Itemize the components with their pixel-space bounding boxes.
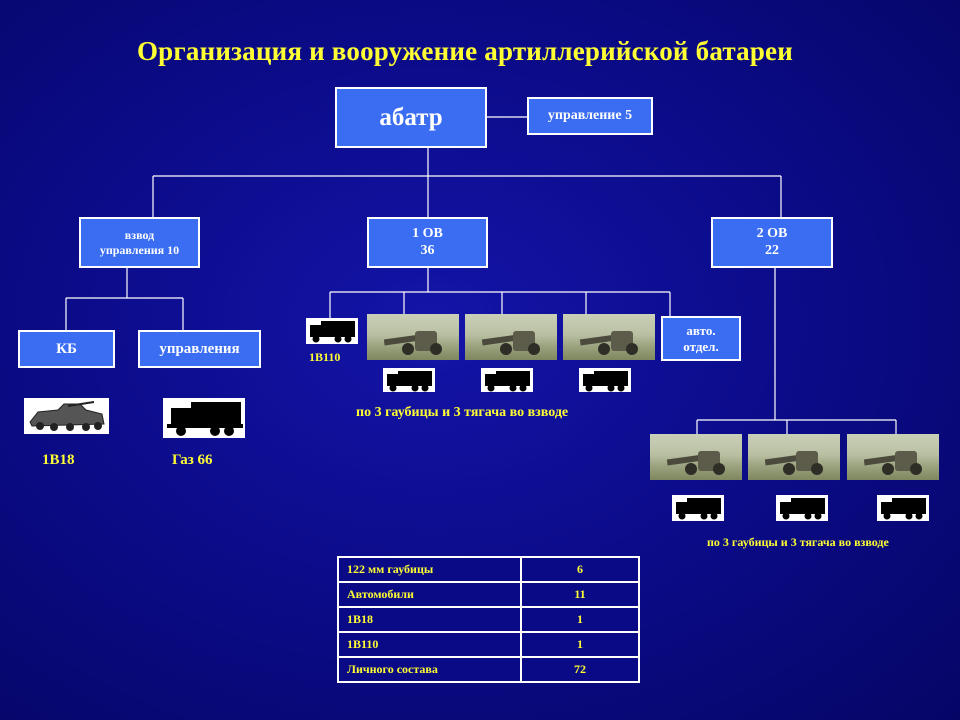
fire-platoon-2-box: 2 ОВ 22: [711, 217, 833, 268]
battery-commander-box: абатр: [335, 87, 487, 148]
platoon-2-composition-label: по 3 гаубицы и 3 тягача во взводе: [707, 535, 889, 549]
tractor-truck-icon-6: [877, 495, 929, 521]
battery-commander-label: абатр: [379, 103, 443, 131]
fire-platoon-1-box: 1 ОВ 36: [367, 217, 488, 268]
table-row: 1В110 1: [337, 631, 640, 658]
tractor-truck-icon-2: [481, 368, 533, 392]
vehicle-1v18-label: 1В18: [42, 452, 75, 468]
armored-vehicle-icon: [24, 398, 109, 434]
command-section-box: КБ: [18, 330, 115, 368]
fire-platoon-1-line1: 1 ОВ: [412, 225, 443, 241]
table-cell-name: Автомобили: [337, 581, 522, 608]
command-section-label: КБ: [56, 341, 77, 357]
fire-platoon-1-line2: 36: [420, 242, 435, 258]
tractor-truck-icon-4: [672, 495, 724, 521]
tractor-truck-icon-5: [776, 495, 828, 521]
howitzer-photo-6: [847, 434, 939, 480]
table-cell-value: 1: [520, 631, 640, 658]
howitzer-photo-4: [650, 434, 742, 480]
fire-platoon-2-line2: 22: [765, 242, 779, 258]
tractor-truck-icon-1: [383, 368, 435, 392]
table-row: 122 мм гаубицы 6: [337, 556, 640, 583]
platoon-1-composition-label: по 3 гаубицы и 3 тягача во взводе: [356, 405, 569, 420]
auto-section-line1: авто.: [686, 322, 716, 338]
howitzer-photo-5: [748, 434, 840, 480]
table-cell-value: 1: [520, 606, 640, 633]
table-row: 1В18 1: [337, 606, 640, 633]
auto-section-line2: отдел.: [683, 338, 719, 354]
table-cell-name: 122 мм гаубицы: [337, 556, 522, 583]
battery-control-box: управление 5: [527, 97, 653, 135]
control-platoon-line2: управления 10: [99, 242, 180, 257]
table-row: Автомобили 11: [337, 581, 640, 608]
table-cell-value: 72: [520, 656, 640, 683]
fire-platoon-2-line1: 2 ОВ: [756, 225, 788, 241]
page-title: Организация и вооружение артиллерийской …: [136, 36, 793, 66]
control-platoon-box: взвод управления 10: [79, 217, 200, 268]
table-cell-name: 1В110: [337, 631, 522, 658]
howitzer-photo-2: [465, 314, 557, 360]
table-cell-value: 6: [520, 556, 640, 583]
table-cell-value: 11: [520, 581, 640, 608]
table-cell-name: Личного состава: [337, 656, 522, 683]
gaz66-truck-icon: [163, 398, 245, 438]
command-truck-icon: [306, 318, 358, 344]
howitzer-photo-1: [367, 314, 459, 360]
table-row: Личного состава 72: [337, 656, 640, 683]
control-section-box: управления: [138, 330, 261, 368]
summary-table: 122 мм гаубицы 6 Автомобили 11 1В18 1 1В…: [337, 556, 640, 683]
vehicle-gaz66-label: Газ 66: [172, 452, 213, 468]
tractor-truck-icon-3: [579, 368, 631, 392]
control-platoon-line1: взвод: [124, 228, 155, 243]
auto-section-box: авто. отдел.: [661, 316, 741, 361]
vehicle-1v110-label: 1В110: [309, 350, 341, 364]
control-section-label: управления: [159, 341, 240, 357]
howitzer-photo-3: [563, 314, 655, 360]
battery-control-label: управление 5: [547, 107, 633, 123]
table-cell-name: 1В18: [337, 606, 522, 633]
